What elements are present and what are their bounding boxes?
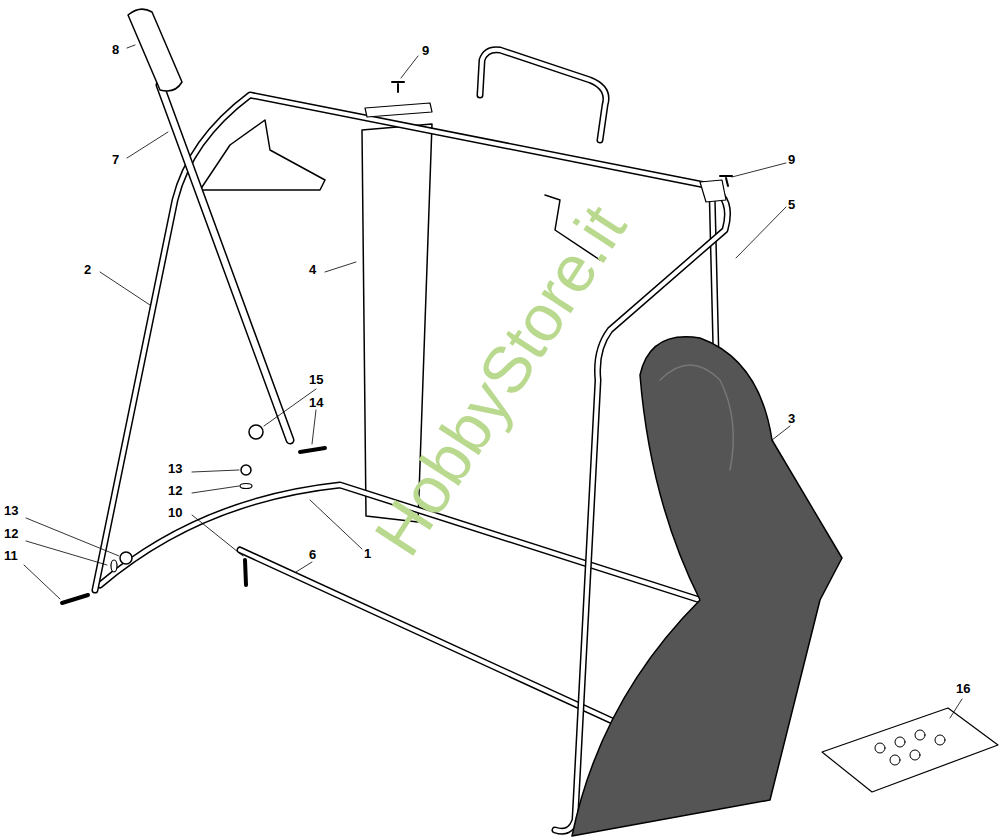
callout-number: 7 [112, 153, 119, 166]
callout-number: 9 [422, 44, 429, 57]
callout-number: 14 [309, 396, 323, 409]
callout-number: 1 [364, 547, 371, 560]
callout-number: 10 [168, 506, 182, 519]
callout-number: 3 [788, 412, 795, 425]
callout-number: 15 [309, 373, 323, 386]
callout-number: 13 [4, 504, 18, 517]
callout-number: 12 [4, 527, 18, 540]
callout-number: 2 [84, 263, 91, 276]
callout-number: 11 [4, 549, 18, 562]
callout-number: 9 [788, 153, 795, 166]
callout-number: 16 [956, 682, 970, 695]
callout-number: 8 [112, 43, 119, 56]
callout-number: 6 [309, 548, 316, 561]
callout-number: 12 [168, 484, 182, 497]
callout-number: 5 [788, 198, 795, 211]
callout-number: 13 [168, 462, 182, 475]
callout-number: 4 [309, 263, 316, 276]
